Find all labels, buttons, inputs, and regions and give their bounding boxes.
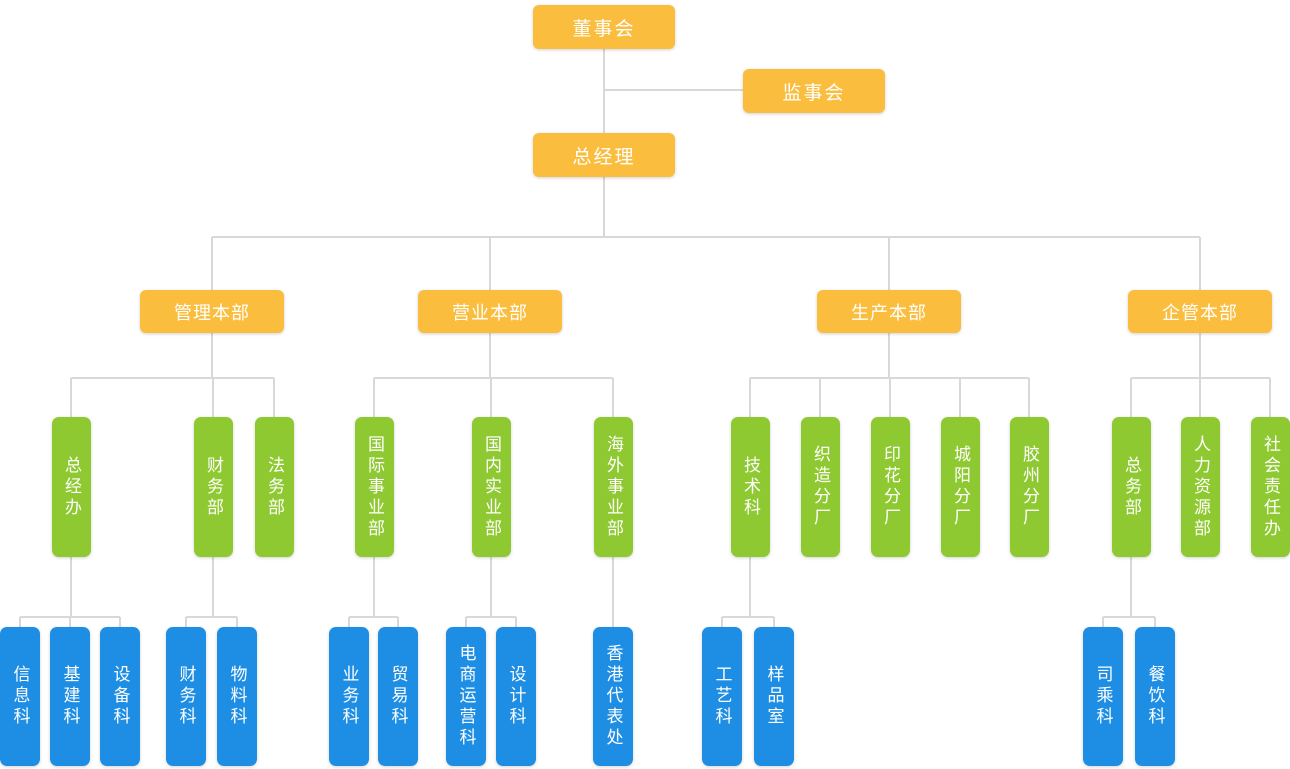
node-label: 织造分厂: [811, 445, 830, 529]
node-label: 董事会: [572, 18, 636, 40]
node-label: 电商运营科: [456, 644, 476, 749]
node-dept-weaving-plant[interactable]: 织造分厂: [801, 417, 840, 557]
node-dept-gm-office[interactable]: 总经办: [52, 417, 91, 557]
node-label: 技术科: [741, 455, 760, 519]
node-sec-ecommerce-ops[interactable]: 电商运营科: [446, 627, 486, 766]
node-sec-finance[interactable]: 财务科: [166, 627, 206, 766]
node-sec-drivers[interactable]: 司乘科: [1083, 627, 1123, 766]
node-label: 人力资源部: [1191, 434, 1210, 540]
node-dept-overseas-business[interactable]: 海外事业部: [594, 417, 633, 557]
node-division-enterprise[interactable]: 企管本部: [1128, 290, 1272, 333]
node-division-sales[interactable]: 营业本部: [418, 290, 562, 333]
node-sec-catering[interactable]: 餐饮科: [1135, 627, 1175, 766]
node-label: 监事会: [782, 82, 846, 104]
node-label: 海外事业部: [604, 434, 623, 540]
node-sec-hk-office[interactable]: 香港代表处: [593, 627, 633, 766]
node-sec-business[interactable]: 业务科: [329, 627, 369, 766]
node-division-production[interactable]: 生产本部: [817, 290, 961, 333]
node-label: 香港代表处: [603, 644, 623, 749]
node-dept-general-affairs[interactable]: 总务部: [1112, 417, 1151, 557]
node-dept-finance[interactable]: 财务部: [194, 417, 233, 557]
node-dept-technology[interactable]: 技术科: [731, 417, 770, 557]
node-label: 社会责任办: [1261, 434, 1280, 540]
node-dept-hr[interactable]: 人力资源部: [1181, 417, 1220, 557]
node-label: 企管本部: [1162, 302, 1238, 323]
node-label: 财务科: [176, 665, 196, 728]
node-supervisory-board[interactable]: 监事会: [743, 69, 885, 113]
node-label: 总经办: [62, 455, 81, 519]
node-sec-infrastructure[interactable]: 基建科: [50, 627, 90, 766]
node-sec-sample-room[interactable]: 样品室: [754, 627, 794, 766]
node-label: 总务部: [1122, 455, 1141, 519]
node-label: 设备科: [110, 665, 130, 728]
node-label: 基建科: [60, 665, 80, 728]
node-label: 样品室: [764, 665, 784, 728]
node-sec-design[interactable]: 设计科: [496, 627, 536, 766]
node-dept-jiaozhou-plant[interactable]: 胶州分厂: [1010, 417, 1049, 557]
node-dept-csr-office[interactable]: 社会责任办: [1251, 417, 1290, 557]
node-label: 信息科: [10, 665, 30, 728]
node-sec-materials[interactable]: 物料科: [217, 627, 257, 766]
node-board-of-directors[interactable]: 董事会: [533, 5, 675, 49]
node-general-manager[interactable]: 总经理: [533, 133, 675, 177]
node-label: 国际事业部: [365, 434, 384, 540]
node-dept-printing-plant[interactable]: 印花分厂: [871, 417, 910, 557]
node-label: 设计科: [506, 665, 526, 728]
node-sec-information[interactable]: 信息科: [0, 627, 40, 766]
node-sec-trade[interactable]: 贸易科: [378, 627, 418, 766]
node-label: 管理本部: [174, 302, 250, 323]
node-dept-chengyang-plant[interactable]: 城阳分厂: [941, 417, 980, 557]
node-label: 营业本部: [452, 302, 528, 323]
node-dept-domestic-business[interactable]: 国内实业部: [472, 417, 511, 557]
node-label: 城阳分厂: [951, 445, 970, 529]
node-label: 胶州分厂: [1020, 445, 1039, 529]
node-label: 工艺科: [712, 665, 732, 728]
node-sec-equipment[interactable]: 设备科: [100, 627, 140, 766]
node-division-management[interactable]: 管理本部: [140, 290, 284, 333]
node-label: 生产本部: [851, 302, 927, 323]
node-label: 司乘科: [1093, 665, 1113, 728]
node-label: 物料科: [227, 665, 247, 728]
node-label: 法务部: [265, 455, 284, 519]
node-label: 业务科: [339, 665, 359, 728]
node-label: 餐饮科: [1145, 665, 1165, 728]
node-dept-legal[interactable]: 法务部: [255, 417, 294, 557]
node-label: 贸易科: [388, 665, 408, 728]
node-label: 财务部: [204, 455, 223, 519]
node-label: 国内实业部: [482, 434, 501, 540]
node-label: 总经理: [572, 146, 636, 168]
node-dept-international-business[interactable]: 国际事业部: [355, 417, 394, 557]
node-label: 印花分厂: [881, 445, 900, 529]
node-sec-process[interactable]: 工艺科: [702, 627, 742, 766]
